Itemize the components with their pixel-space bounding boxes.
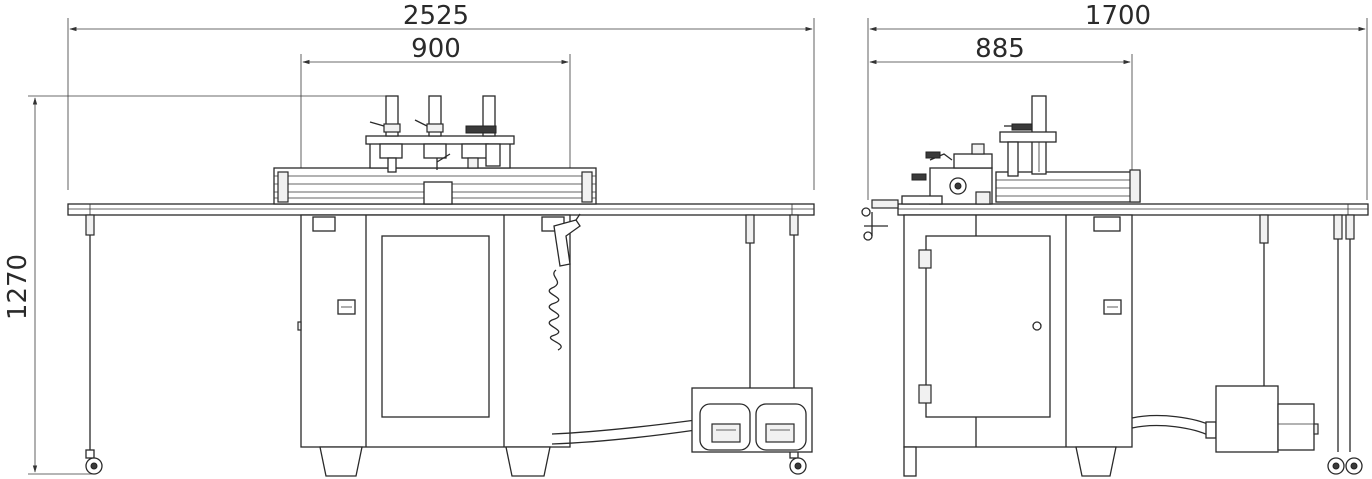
front-cabinet [297,214,571,448]
side-foot-pedal [1205,385,1319,453]
side-cabinet-foot-left [903,446,917,477]
dimension-height: 1270 [3,95,392,475]
side-view: 1700 885 [861,1,1369,477]
side-right-leg [1259,214,1363,475]
side-cabinet-foot-right [1075,446,1117,477]
dimension-label-1270: 1270 [3,254,33,320]
dimension-label-885: 885 [975,34,1025,64]
dimension-working-width: 900 [300,34,571,205]
dimension-overall-depth: 1700 [867,1,1368,200]
vertical-clamp-3 [461,95,501,169]
table-top [67,203,815,216]
cabinet-foot-left [319,446,363,477]
side-rail [995,169,1141,203]
dimension-label-1700: 1700 [1085,1,1151,31]
side-air-hose [1131,414,1213,437]
handwheel [861,199,899,241]
dimension-label-2525: 2525 [403,1,469,31]
side-table-top [897,203,1369,216]
side-cabinet [903,214,1133,448]
cabinet-foot-right [505,446,551,477]
air-hose [551,419,697,445]
side-clamp-head [901,143,993,205]
vertical-clamp-1 [369,95,403,173]
dimension-overall-width: 2525 [67,1,815,190]
foot-pedal [691,387,813,453]
left-leg [85,214,103,475]
air-gun [548,213,581,351]
front-view: 2525 900 1270 [3,1,815,477]
dimension-label-900: 900 [411,34,461,64]
vertical-clamp-2 [414,95,451,170]
side-vertical-clamp [999,95,1057,177]
